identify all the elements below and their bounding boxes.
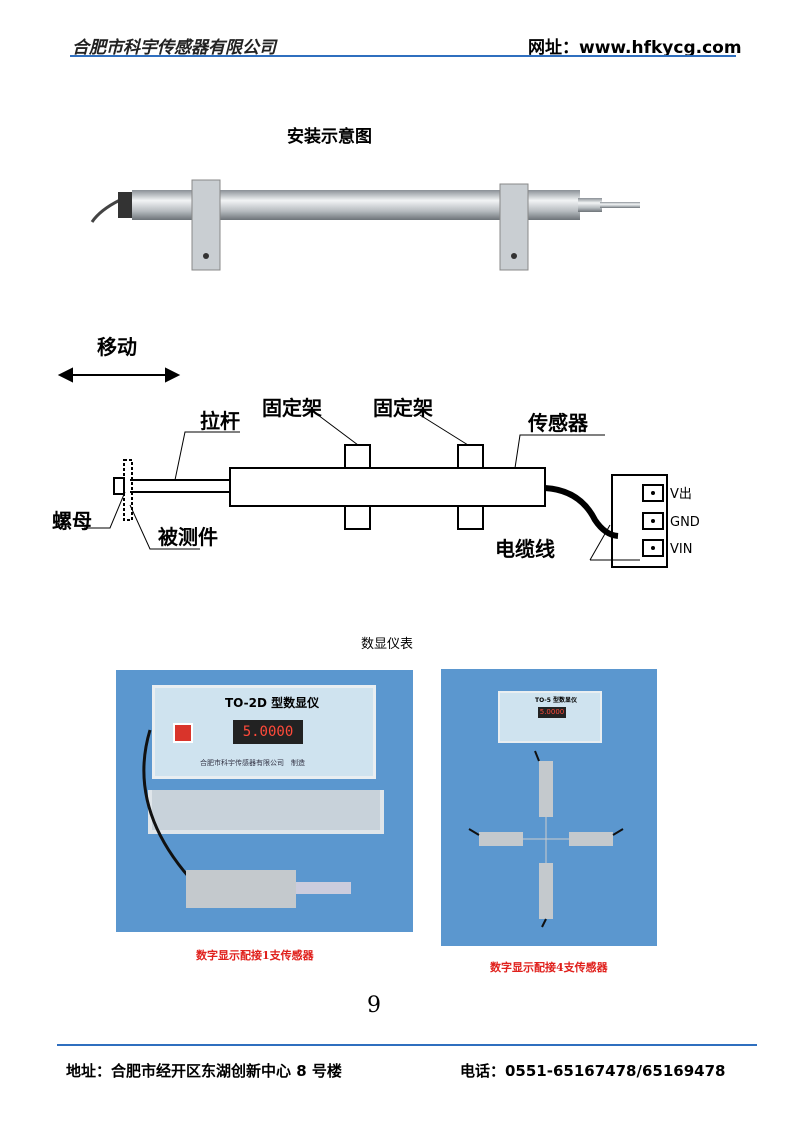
photo-display-4-sensors: TO-5 型数显仪 5.0000 [441,669,657,946]
display-title: 数显仪表 [361,637,414,652]
installation-diagram: 移动 拉杆 固定架 固定架 传感器 螺母 被测件 电缆线 V出 GND VIN [52,335,700,568]
label-measured-part: 被测件 [158,525,218,549]
header-company: 合肥市科宇传感器有限公司 [72,38,276,58]
label-bracket-1: 固定架 [262,396,322,420]
label-nut: 螺母 [52,509,92,533]
footer-rule [57,1044,757,1046]
display-stand [148,790,384,834]
power-button [173,723,193,743]
display-maker: 合肥市科宇传感器有限公司 制造 [200,759,305,767]
display-unit: TO-2D 型数显仪 5.0000 合肥市科宇传感器有限公司 制造 [152,685,376,779]
install-title: 安装示意图 [287,127,372,147]
display-unit-small: TO-5 型数显仪 5.0000 [498,691,602,743]
page-number: 9 [367,993,381,1018]
display-reading-small: 5.0000 [538,707,566,718]
pin-v-out: V出 [670,487,692,502]
sensor-photo [90,179,640,271]
display-model-small: TO-5 型数显仪 [535,697,578,704]
header-rule [70,55,736,57]
display-model: TO-2D 型数显仪 [225,696,320,710]
label-move: 移动 [97,335,137,359]
label-cable: 电缆线 [495,537,555,561]
footer-phone: 电话：0551-65167478/65169478 [460,1062,726,1080]
label-bracket-2: 固定架 [373,396,433,420]
photo-display-1-sensor: TO-2D 型数显仪 5.0000 合肥市科宇传感器有限公司 制造 [116,670,413,932]
pin-gnd: GND [670,515,700,530]
label-sensor: 传感器 [527,411,589,435]
header-website: 网址：www.hfkycg.com [528,38,742,58]
footer-address: 地址：合肥市经开区东湖创新中心 8 号楼 [66,1062,342,1080]
label-rod: 拉杆 [200,409,240,433]
pin-v-in: VIN [670,542,692,557]
caption-right: 数字显示配接4支传感器 [490,961,608,974]
caption-left: 数字显示配接1支传感器 [196,949,314,962]
display-reading: 5.0000 [233,720,303,744]
